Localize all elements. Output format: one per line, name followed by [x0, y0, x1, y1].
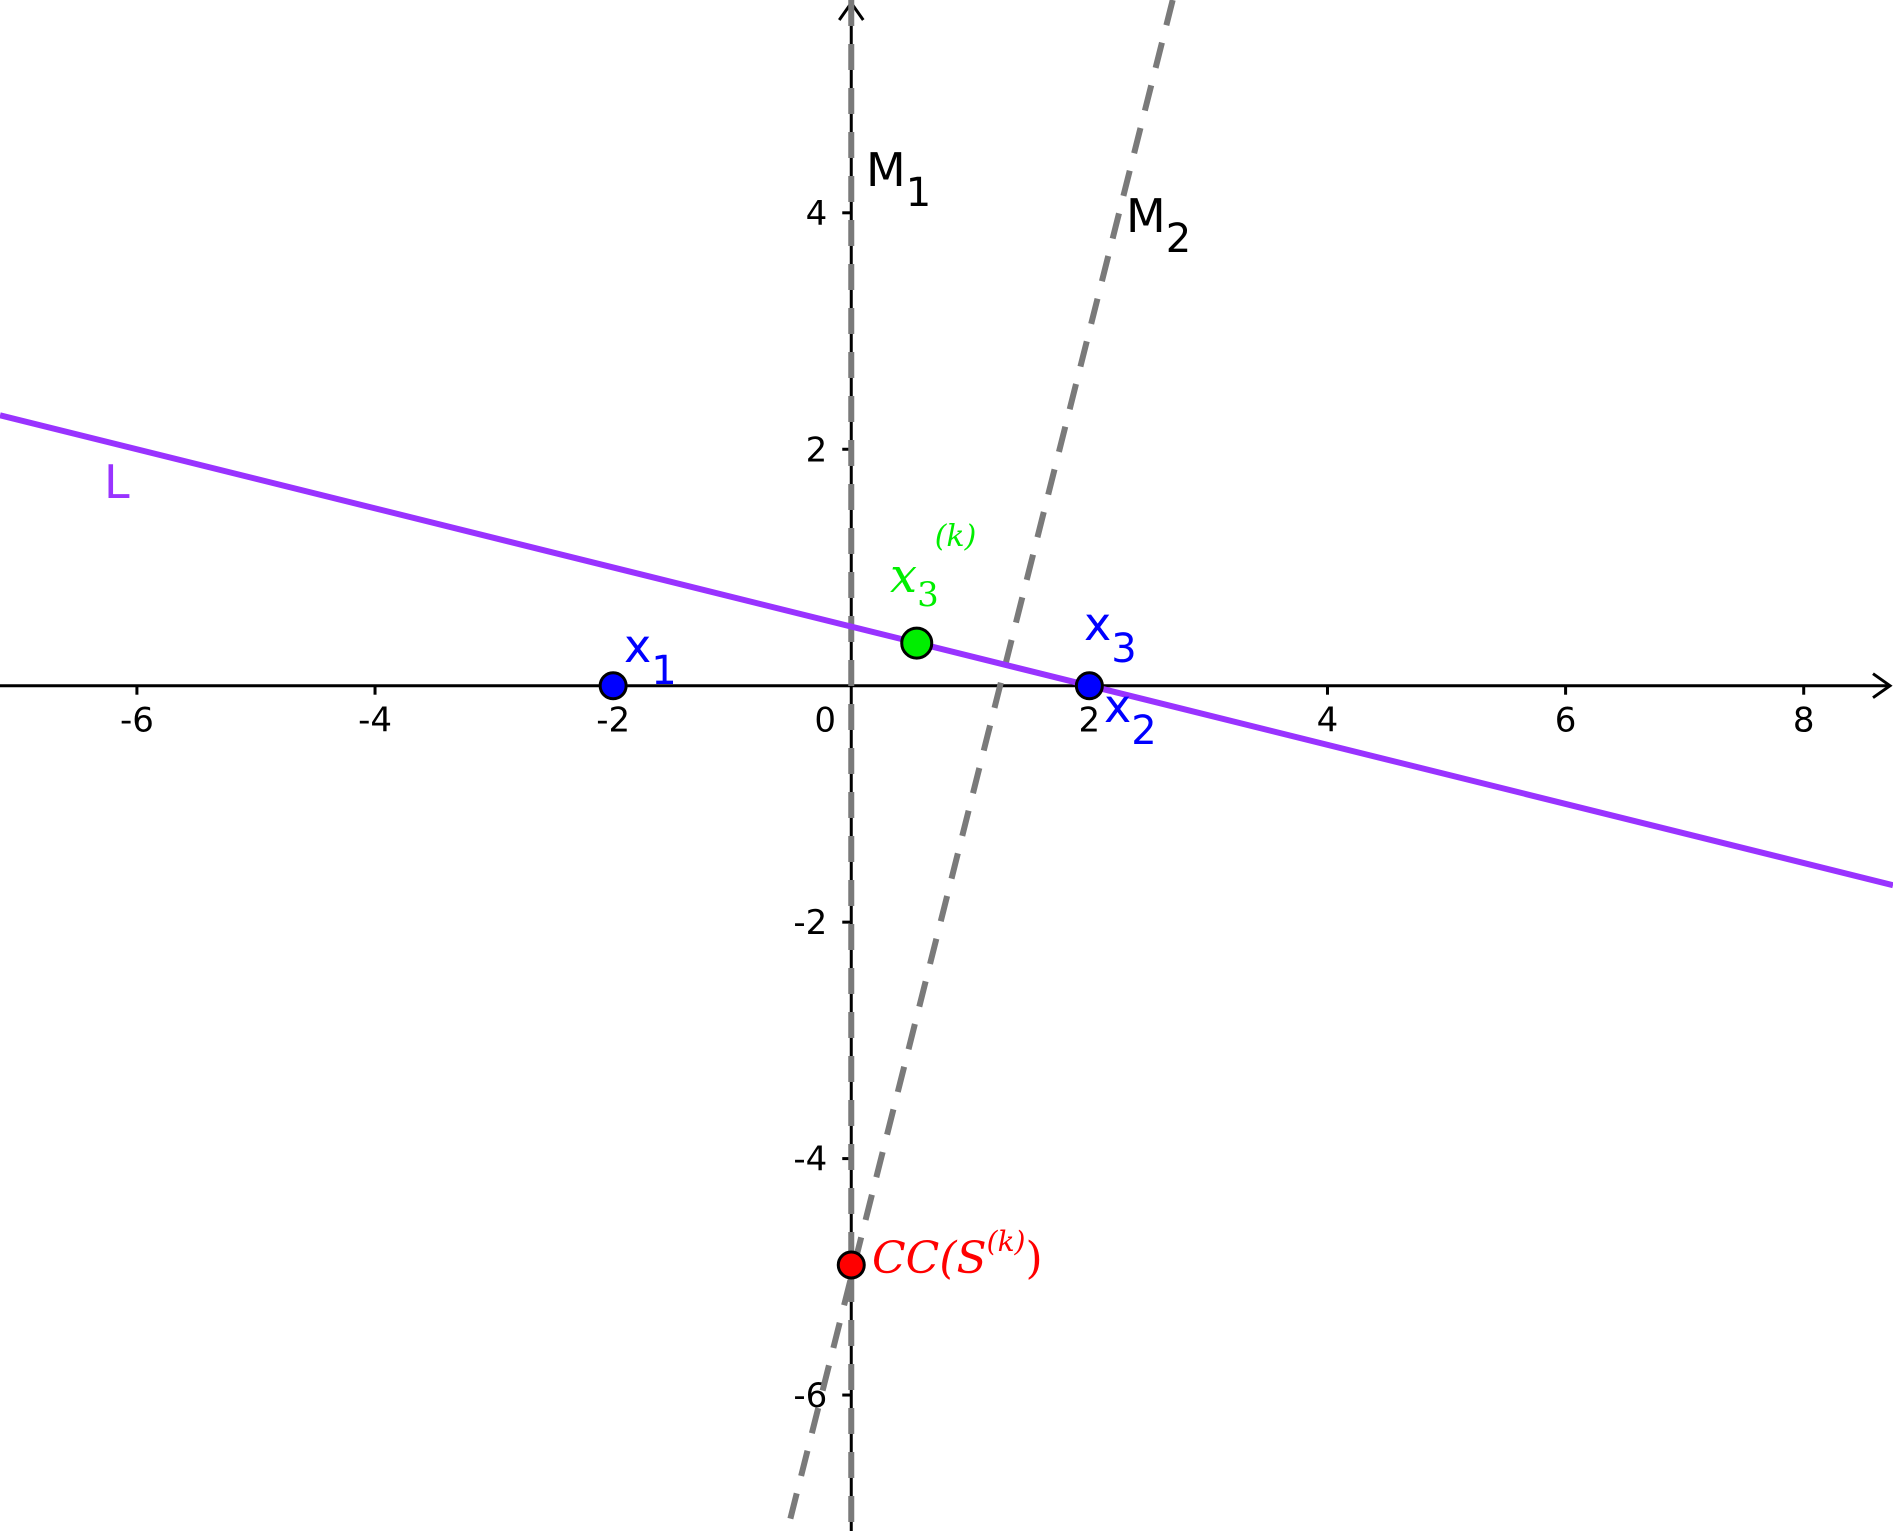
line-m2 — [784, 0, 1176, 1531]
y-tick-label: 2 — [806, 430, 828, 470]
y-tick-label: -2 — [793, 903, 827, 943]
point-x3-k-label: x3(k) — [890, 519, 976, 615]
x-tick-label: 0 — [814, 701, 836, 741]
point-x1 — [598, 671, 628, 701]
line-m2-label: M2 — [1126, 189, 1191, 262]
point-circumcenter — [836, 1250, 866, 1280]
line-l — [0, 412, 1893, 889]
x-ticks: -6 -4 -2 0 2 4 6 8 — [120, 685, 1815, 741]
x-axis-arrow — [1872, 672, 1893, 699]
line-l-label: L — [104, 455, 130, 509]
point-x2-label: x2 — [1104, 679, 1157, 754]
x-tick-label: 4 — [1317, 701, 1339, 741]
point-x3-k — [900, 626, 934, 660]
line-m1-label: M1 — [866, 143, 931, 216]
x-tick-label: -2 — [596, 701, 630, 741]
y-tick-label: 4 — [806, 194, 828, 234]
point-x3-label: x3 — [1084, 597, 1137, 672]
x-tick-label: -6 — [120, 701, 154, 741]
x-tick-label: 6 — [1555, 701, 1577, 741]
y-tick-label: -4 — [793, 1140, 827, 1180]
point-x1-label: x1 — [624, 619, 677, 694]
y-ticks: 42-2-4-6 — [793, 194, 852, 1416]
x-tick-label: -4 — [358, 701, 392, 741]
point-x2 — [1074, 671, 1104, 701]
point-circumcenter-label: CC(S(k)) — [872, 1225, 1043, 1284]
points — [598, 626, 1104, 1280]
x-tick-label: 8 — [1793, 701, 1815, 741]
x-tick-label: 2 — [1079, 701, 1101, 741]
